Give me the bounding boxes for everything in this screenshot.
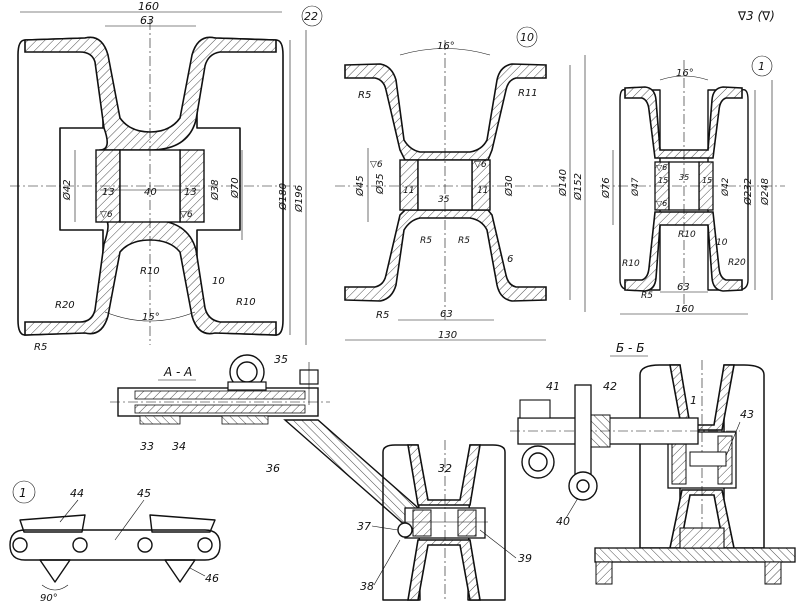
surface-symbol-10a: ▽6 [370,160,383,170]
label-39: 39 [518,552,532,565]
dim-rim: Ø180 [277,183,289,211]
callout-22: 22 [304,10,318,23]
label-37: 37 [357,520,371,533]
chain-callout: 1 [19,486,27,500]
surface-symbol-10b: ▽6 [474,160,487,170]
section-aa-title: А - А [163,365,192,379]
surface-finish-mark: ∇3 (∇) [737,9,775,23]
chain-angle: 90° [40,593,58,603]
dim-r20: R20 [55,300,75,311]
dim-hub-p1: Ø42 [720,177,731,197]
dim-max-p10: Ø152 [572,173,584,201]
dim-bore: Ø42 [61,179,73,201]
dim-seg-right-p10: 11 [477,186,488,196]
label-34: 34 [172,440,186,453]
chain-detail: 1 90° 44 45 46 [9,480,221,603]
roller-part-10: 16° 10 R5 R11 Ø45 Ø35 11 35 11 Ø30 Ø140 … [335,26,586,341]
label-35: 35 [274,353,288,366]
section-aa-assembly: А - А 35 33 34 36 32 37 38 [110,353,532,601]
dim-rim-p1: Ø232 [742,178,754,206]
roller-part-22: 160 63 Ø42 13 40 13 Ø38 Ø70 Ø180 Ø196 ▽6… [10,0,323,353]
dim-seg-mid: 40 [144,187,157,198]
dim-hub-width: 63 [140,14,154,27]
dim-seg-mid-p10: 35 [438,195,450,205]
dim-r5-bottom: R5 [376,310,389,321]
dim-hub-inner: Ø38 [209,179,221,201]
dim-seg-left: 13 [102,187,115,198]
dim-max: Ø196 [293,185,305,213]
surface-symbol-1b: ▽6 [656,199,667,208]
surface-symbol-1a: ▽6 [656,163,667,172]
callout-10: 10 [520,31,534,44]
dim-angle-15: 15° [142,312,160,323]
label-44: 44 [70,487,84,500]
label-42: 42 [603,380,617,393]
surface-symbol-22a: ▽6 [100,210,113,220]
callout-1: 1 [758,60,765,73]
label-1-bb: 1 [690,394,697,407]
dim-r5-p1: R5 [641,291,653,301]
dim-seg-right: 13 [184,187,197,198]
dim-bore-p1: Ø76 [600,177,612,199]
section-bb-title: Б - Б [616,341,644,355]
dim-overall-width: 160 [138,0,159,13]
dim-seg-left-p1: 15 [658,176,668,185]
dim-r5-top: R5 [358,90,371,101]
label-45: 45 [137,487,151,500]
dim-hub-p10: Ø30 [503,175,515,197]
dim-web: 10 [212,276,225,287]
dim-web-p10: 6 [507,254,513,265]
label-32: 32 [438,462,452,475]
label-38: 38 [360,580,374,593]
surface-symbol-22b: ▽6 [180,210,193,220]
dim-r5-right: R5 [458,236,470,246]
label-43: 43 [740,408,754,421]
dim-r10-side: R10 [236,297,256,308]
dim-max-p1: Ø248 [759,178,771,206]
dim-r10-left-p1: R10 [622,259,640,269]
dim-hub-width-p10: 63 [440,309,453,320]
dim-hub-outer: Ø70 [229,177,241,199]
dim-hub-width-p1: 63 [677,282,690,293]
dim-web-p1: 10 [716,238,728,248]
dim-r10-center: R10 [140,266,160,277]
dim-angle-16-p10: 16° [437,41,455,52]
dim-overall-p10: 130 [438,330,457,341]
label-36: 36 [266,462,280,475]
label-33: 33 [140,440,154,453]
dim-r10-center-p1: R10 [678,230,696,240]
dim-r11: R11 [518,88,538,99]
roller-part-1: 16° 1 Ø76 Ø47 15 35 15 Ø42 Ø232 Ø248 ▽6 … [600,55,785,315]
dim-rim-p10: Ø140 [557,169,569,197]
dim-inner-p1: Ø47 [630,177,641,197]
dim-r20-p1: R20 [728,258,746,268]
dim-bore-p10: Ø45 [354,175,366,197]
section-bb-assembly: Б - Б 41 42 1 43 40 [510,341,796,585]
label-40: 40 [556,515,570,528]
dim-overall-p1: 160 [675,304,694,315]
dim-r5-left: R5 [420,236,432,246]
dim-angle-16-p1: 16° [676,68,694,79]
dim-seg-right-p1: 15 [702,176,712,185]
dim-r5: R5 [34,342,47,353]
dim-seg-mid-p1: 35 [679,173,689,182]
dim-seg-left-p10: 11 [403,186,414,196]
dim-inner-p10: Ø35 [374,173,386,195]
label-41: 41 [546,380,560,393]
label-46: 46 [205,572,219,585]
